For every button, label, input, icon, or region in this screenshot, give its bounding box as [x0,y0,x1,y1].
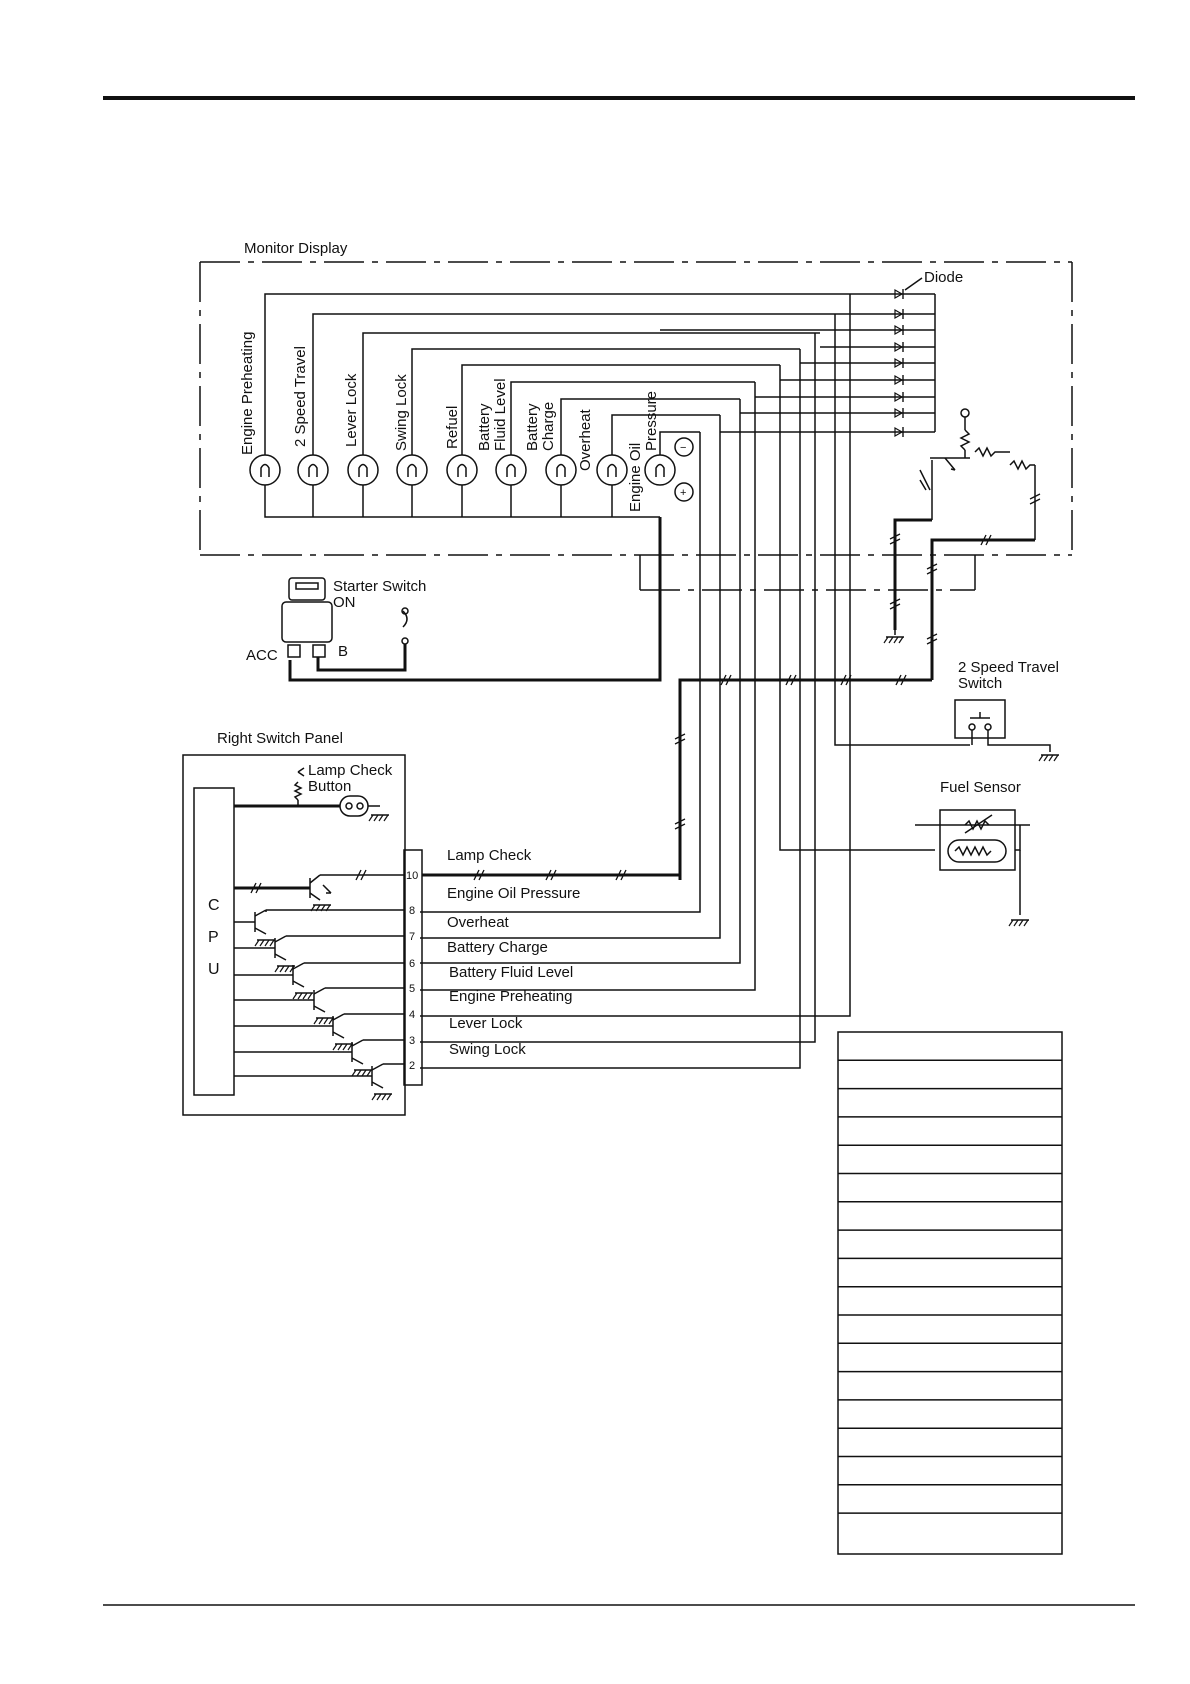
lamp-label-battery-charge-1: Battery [524,403,541,451]
pin-number: 8 [409,905,415,917]
pin-number: 6 [409,958,415,970]
lamp-check-button [234,767,390,822]
lamp-label-battery-fluid-2: Fluid Level [492,378,509,451]
ruled-table [837,1031,1063,1555]
fuel-sensor-label: Fuel Sensor [940,779,1021,796]
lamp-icon [297,454,329,486]
starter-switch-label: Starter Switch [333,578,426,595]
lamp-bulbs [249,454,676,486]
lamp-feed-wires [264,293,850,455]
pin-number: 3 [409,1035,415,1047]
connector-pins: 10 8 7 6 5 4 3 2 [406,870,418,1072]
monitor-driver-circuit [919,408,1036,540]
lamp-return-bus [264,485,662,682]
lamp-label-swing-lock: Swing Lock [393,374,410,451]
lamp-icon [347,454,379,486]
signal-label-lamp-check: Lamp Check [447,847,532,864]
travel-switch-label-1: 2 Speed Travel [958,659,1059,676]
pin-number: 5 [409,983,415,995]
pin-number: 4 [409,1009,415,1021]
signal-labels: Lamp Check Engine Oil Pressure Overheat … [447,847,580,1058]
starter-switch-b: B [338,643,348,660]
lamp-icon [495,454,527,486]
lamp-icon [596,454,628,486]
lamp-labels: Engine Preheating 2 Speed Travel Lever L… [239,332,660,512]
monitor-display-box [199,261,1073,556]
right-switch-panel-box [182,754,423,1116]
right-switch-panel-title: Right Switch Panel [217,730,343,747]
lamp-label-engine-preheating: Engine Preheating [239,332,256,455]
lamp-label-overheat: Overheat [577,408,594,471]
monitor-ground-path [883,493,1041,680]
cpu-driver-transistors [234,869,404,1101]
diode-ladder [894,288,936,438]
monitor-display-title: Monitor Display [244,240,348,257]
lamp-icon [545,454,577,486]
plus-terminal-icon [674,482,694,502]
starter-switch-acc: ACC [246,647,278,664]
monitor-extension-box [639,555,976,591]
lamp-label-lever-lock: Lever Lock [343,373,360,447]
signal-label-overheat: Overheat [447,914,510,931]
minus-terminal-symbol: − [680,442,686,454]
signal-label-battery-fluid-level: Battery Fluid Level [449,964,573,981]
travel-switch-label-2: Switch [958,675,1002,692]
lamp-icon [396,454,428,486]
starter-switch [281,577,409,672]
minus-terminal-icon [674,437,694,457]
fuel-sensor [915,809,1030,927]
cpu-letter-p: P [208,929,219,946]
travel-switch [954,699,1060,762]
lamp-icon [446,454,478,486]
diode-label: Diode [924,269,963,286]
signal-label-swing-lock: Swing Lock [449,1041,526,1058]
lamp-label-2-speed-travel: 2 Speed Travel [292,346,309,447]
cpu-letter-c: C [208,897,220,914]
pin-number: 7 [409,931,415,943]
signal-label-engine-oil-pressure: Engine Oil Pressure [447,885,580,902]
lamp-label-pressure: Pressure [643,391,660,451]
lamp-label-engine-oil: Engine Oil [627,443,644,512]
signal-wires [420,294,970,1069]
main-harness [674,674,932,880]
cpu-letter-u: U [208,961,220,978]
lamp-label-battery-fluid-1: Battery [476,403,493,451]
signal-label-lever-lock: Lever Lock [449,1015,523,1032]
plus-terminal-symbol: + [680,487,686,499]
lamp-label-battery-charge-2: Charge [540,402,557,451]
lamp-icon [249,454,281,486]
lamp-icon [644,454,676,486]
lamp-check-button-label-1: Lamp Check [308,762,393,779]
signal-label-battery-charge: Battery Charge [447,939,548,956]
lamp-label-refuel: Refuel [444,406,461,449]
pin-number: 2 [409,1060,415,1072]
starter-switch-state: ON [333,594,356,611]
signal-label-engine-preheating: Engine Preheating [449,988,572,1005]
lamp-check-button-label-2: Button [308,778,351,795]
pin-number: 10 [406,870,418,882]
